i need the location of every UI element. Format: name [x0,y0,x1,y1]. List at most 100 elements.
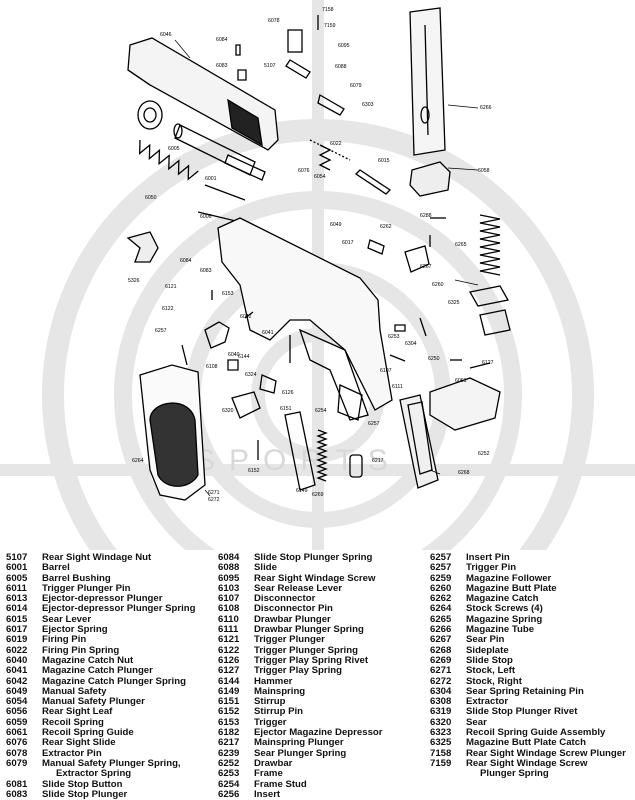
legend-part-name: Stock Screws (4) [466,604,543,615]
legend-part-number: 6260 [430,582,452,594]
legend-entry: 6323 Recoil Spring Guide Assembly [430,727,635,739]
legend-part-name: Recoil Spring Guide [42,728,134,739]
legend-part-name: Ejector-depressor Plunger [42,594,163,605]
legend-part-name: Recoil Spring Guide Assembly [466,728,606,739]
callout-label: 6252 [478,451,490,457]
callout-label: 7158 [322,7,334,13]
callout-label: 6041 [262,330,274,336]
legend-part-name: Magazine Catch Plunger [42,666,153,677]
callout-label: 6260 [432,282,444,288]
legend-part-name: Stock, Left [466,666,516,677]
legend-part-number: 6266 [430,624,452,636]
callout-label: 6303 [362,102,374,108]
callout-label: 6107 [380,368,392,374]
legend-part-name: Sear Pin [466,635,505,646]
legend-part-number: 7158 [430,747,452,759]
legend-entry: Extractor Spring [6,769,216,779]
callout-label: 6149 [296,488,308,494]
callout-label: 6262 [380,224,392,230]
mainspring-parts [257,411,363,491]
legend-part-name: Trigger [254,717,287,728]
legend-part-number: 6122 [218,644,240,656]
legend-part-name: Magazine Butt Plate Catch [466,738,586,749]
callout-label: 6272 [208,497,220,503]
legend-part-number: 6265 [430,613,452,625]
legend-part-number: 6325 [430,737,452,749]
legend-part-number: 6320 [430,716,452,728]
legend-part-number: 6015 [6,613,28,625]
callout-label: 6217 [372,458,384,464]
legend-part-name: Trigger Plunger Pin [42,583,131,594]
legend-part-name: Sear Plunger Spring [254,748,347,759]
callout-label: 6127 [482,360,494,366]
legend-part-number: 6011 [6,582,27,594]
callout-label: 6122 [162,306,174,312]
legend-part-number: 6041 [6,665,28,677]
legend-part-number: 6319 [430,706,452,718]
callout-label: 6005 [168,146,180,152]
callout-label: 6054 [314,174,326,180]
legend-part-number: 6017 [6,624,28,636]
legend-part-name: Insert Pin [466,553,510,563]
legend-part-name: Sear Lever [42,614,92,625]
callout-label: 6144 [238,354,250,360]
legend-part-number: 6013 [6,593,28,605]
legend-entry: 6015 Sear Lever [6,613,216,625]
legend-entry: 6054 Manual Safety Plunger [6,696,216,708]
legend-part-name: Firing Pin Spring [42,645,120,656]
callout-label: 6254 [315,408,327,414]
legend-part-number: 6272 [430,675,452,687]
legend-part-number: 6323 [430,727,452,739]
legend-part-name: Mainspring Plunger [254,738,344,749]
legend-part-number: 6259 [430,572,452,584]
legend-part-number: 6153 [218,716,240,728]
legend-part-number: 6149 [218,685,240,697]
legend-part-number: 6061 [6,727,28,739]
callout-label: 6269 [312,492,324,498]
legend-part-number: 6014 [6,603,28,615]
slide-part [127,37,279,151]
legend-part-number: 6182 [218,727,240,739]
legend-entry: Plunger Spring [430,769,635,779]
legend-part-number: 6054 [6,696,28,708]
legend-part-name: Barrel [42,563,70,574]
legend-part-number: 6059 [6,716,28,728]
callout-label: 6079 [350,83,362,89]
legend-part-name: Hammer [254,676,293,687]
legend-part-number: 6084 [218,552,240,563]
legend-part-number: 6257 [430,562,452,574]
legend-part-name: Rear Sight Leaf [42,707,113,718]
legend-part-name: Manual Safety Plunger [42,697,145,708]
legend-part-name: Trigger Play Spring Rivet [254,655,369,666]
legend-part-number: 6078 [6,747,28,759]
callout-label: 6083 [216,63,228,69]
legend-part-name: Sear Spring Retaining Pin [466,686,584,697]
legend-part-name: Drawbar Plunger [254,614,331,625]
legend-part-name: Trigger Plunger Spring [254,645,358,656]
legend-part-number: 6040 [6,654,28,666]
callout-label: 6268 [458,470,470,476]
